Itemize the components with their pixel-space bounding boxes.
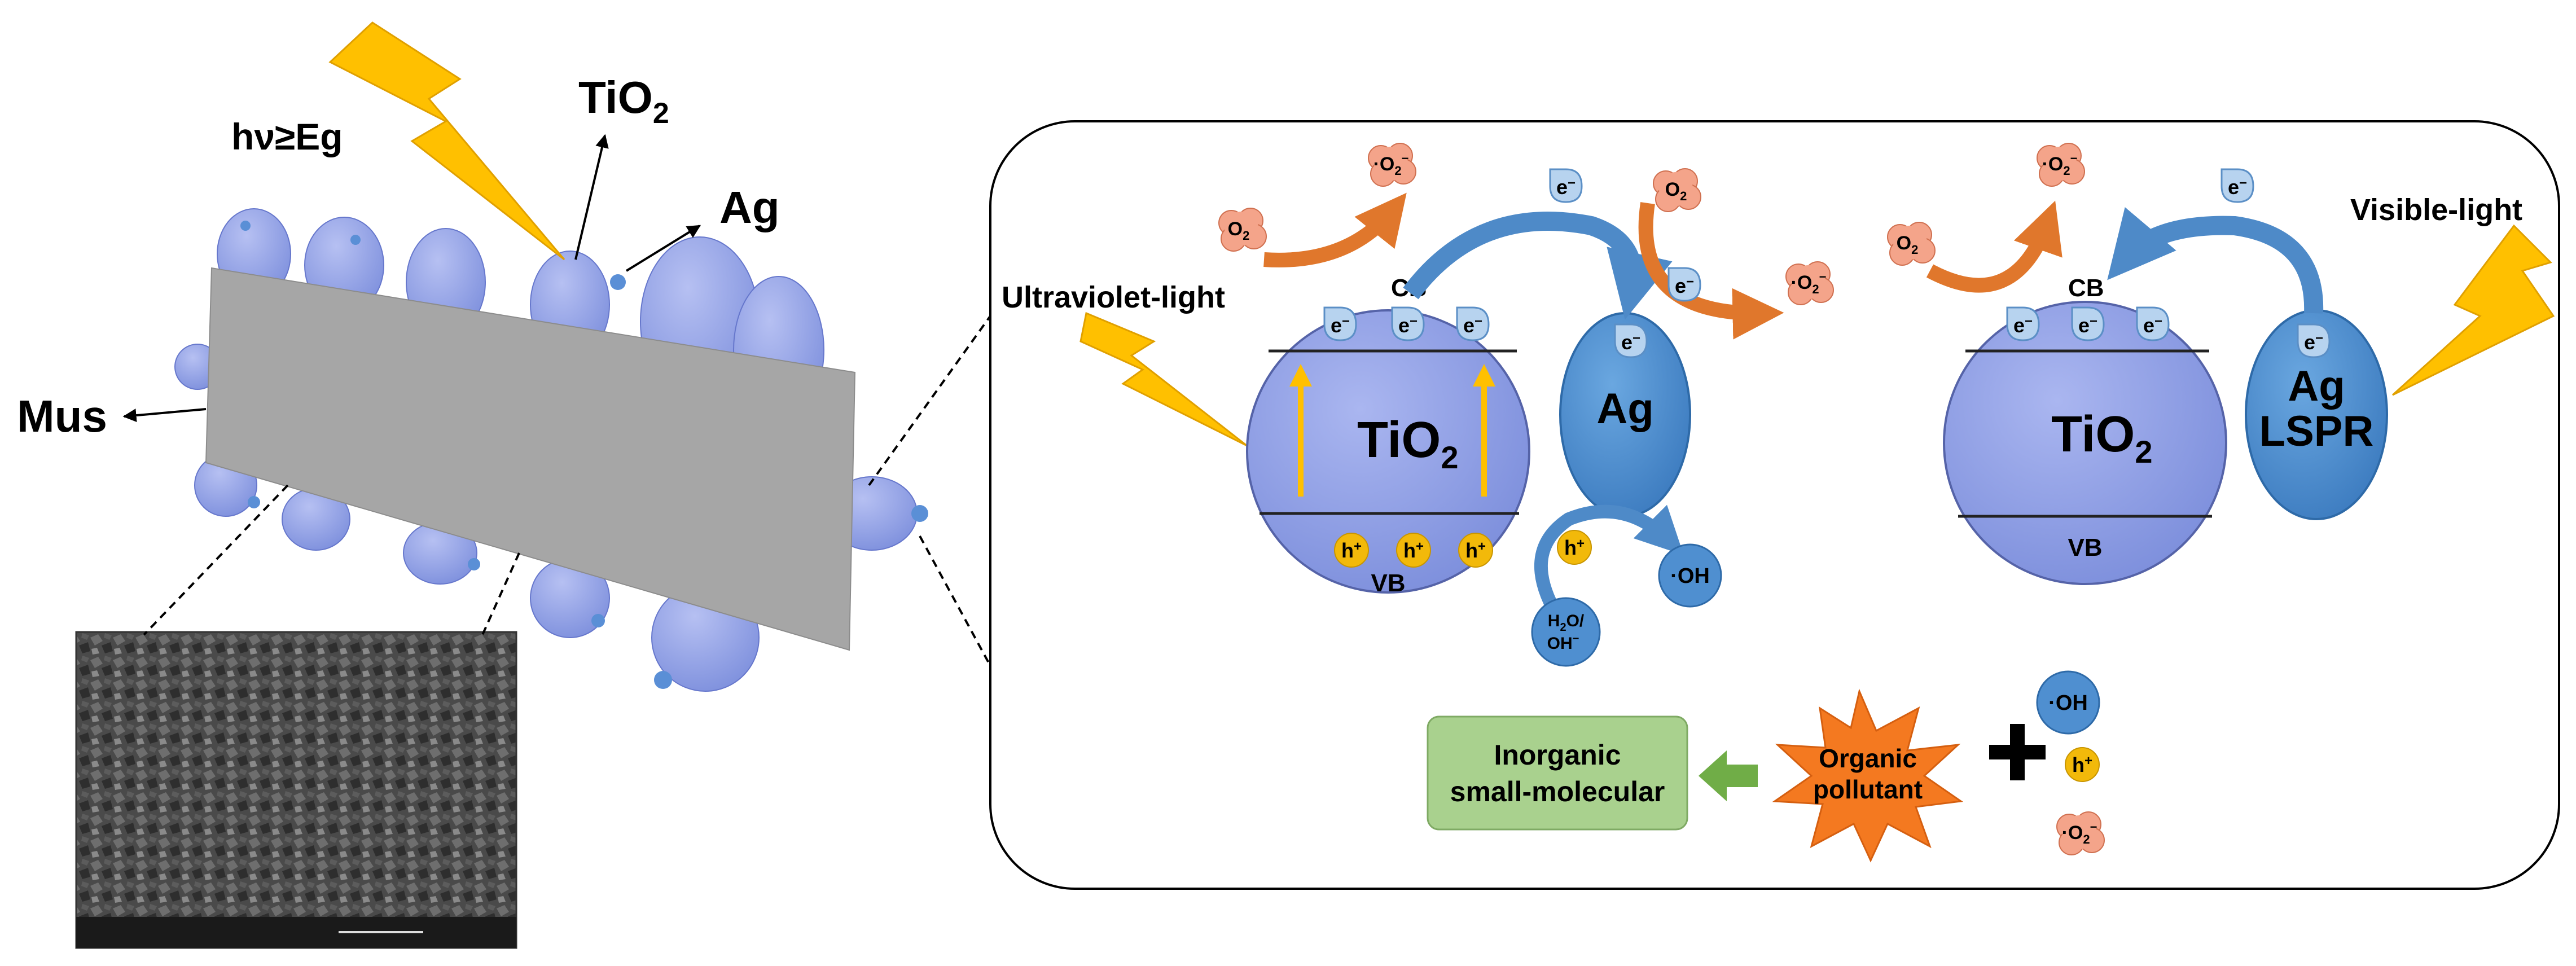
uv-cb-electrons: e− e− e−	[1323, 306, 1490, 341]
svg-text:O2: O2	[1665, 179, 1687, 203]
svg-text:·O2−: ·O2−	[1373, 151, 1409, 178]
svg-text:e−: e−	[2143, 314, 2162, 337]
svg-text:h+: h+	[1564, 536, 1585, 559]
vis-lspr-label: LSPR	[2259, 407, 2374, 455]
reactive-hole-species: h+	[2065, 747, 2100, 782]
uv-hole-oxidation: h+	[1557, 530, 1592, 565]
tio2-pointer-label: TiO2	[578, 72, 669, 130]
svg-text:e−: e−	[2228, 175, 2247, 199]
reactive-oh-label: ·OH	[2048, 691, 2088, 715]
zoom-line-panel-top	[868, 315, 991, 486]
vis-ag-electron: e−	[2297, 323, 2331, 358]
uv-vb-holes: h+ h+ h+	[1334, 533, 1493, 568]
svg-text:O2: O2	[1228, 218, 1250, 243]
zoom-line-right	[481, 552, 520, 635]
uv-vb-label: VB	[1371, 569, 1405, 597]
svg-text:e−: e−	[1398, 314, 1418, 337]
vis-vb-label: VB	[2068, 534, 2102, 561]
plus-icon	[1989, 724, 2046, 780]
svg-text:h+: h+	[1403, 539, 1424, 562]
sem-micrograph	[75, 631, 517, 949]
vis-transfer-electron: e−	[2220, 168, 2254, 203]
mus-pointer-arrow	[122, 408, 207, 423]
uv-tio2-label: TiO2	[1357, 412, 1459, 475]
uv-oh-minus-label: OH−	[1547, 633, 1579, 653]
svg-text:e−: e−	[2013, 314, 2033, 337]
uv-hydroxyl-radical	[1658, 543, 1722, 608]
svg-text:h+: h+	[2072, 753, 2092, 776]
uv-h2o-molecule	[1531, 597, 1601, 667]
product-line2: small-molecular	[1450, 776, 1665, 807]
uv-mechanism: Ultraviolet-light CB VB TiO2 e− e− e− h+…	[1002, 143, 1834, 667]
uv-oxidation-arrow	[1534, 504, 1684, 625]
inorganic-product-box	[1427, 715, 1688, 831]
vis-cb-electrons: e− e− e−	[2006, 306, 2170, 341]
degradation-scheme: Inorganic small-molecular Organic pollut…	[1427, 670, 2105, 863]
svg-text:·O2−: ·O2−	[2062, 820, 2097, 846]
vis-cb-label: CB	[2068, 274, 2104, 302]
uv-oh-label: ·OH	[1670, 564, 1710, 588]
reactive-oh-species	[2036, 670, 2100, 735]
svg-text:e−: e−	[1331, 314, 1350, 337]
pollutant-line2: pollutant	[1813, 775, 1923, 804]
svg-text:e−: e−	[1556, 175, 1576, 199]
ag-pointer-arrow	[625, 225, 701, 272]
vis-ag-label: Ag	[2288, 362, 2345, 410]
zoom-line-panel-bottom	[919, 535, 991, 666]
zoom-line-left	[143, 484, 289, 636]
vis-superoxide: ·O2−	[2037, 143, 2085, 187]
uv-ag-label: Ag	[1596, 385, 1653, 433]
uv-ag-electron: e−	[1614, 323, 1648, 358]
light-energy-label: hν≥Eg	[231, 116, 343, 157]
svg-text:e−: e−	[2078, 314, 2097, 337]
vis-tio2-label: TiO2	[2051, 406, 2153, 469]
mus-label: Mus	[17, 391, 107, 441]
ag-pointer-label: Ag	[719, 182, 780, 232]
vis-o2-reduction-arrow	[1926, 200, 2062, 293]
svg-text:h+: h+	[1465, 539, 1486, 562]
uv-o2-left: O2	[1218, 208, 1267, 252]
vis-tio2-sphere	[1943, 301, 2227, 585]
svg-text:e−: e−	[1463, 314, 1482, 337]
svg-text:e−: e−	[1675, 274, 1694, 297]
svg-text:h+: h+	[1341, 539, 1362, 562]
uv-electron-transfer-arrow	[1403, 212, 1673, 320]
product-line1: Inorganic	[1494, 739, 1621, 771]
svg-text:e−: e−	[1621, 331, 1640, 354]
light-bolt-icon	[328, 21, 565, 261]
uv-superoxide-left: ·O2−	[1368, 143, 1416, 187]
uv-superoxide-right: ·O2−	[1785, 261, 1834, 305]
vis-electron-transfer-arrow	[2107, 207, 2324, 314]
pollutant-line1: Organic	[1819, 744, 1917, 773]
vis-light-label: Visible-light	[2350, 193, 2522, 227]
uv-h2o-label: H2O/	[1548, 612, 1585, 634]
uv-light-label: Ultraviolet-light	[1002, 280, 1225, 314]
uv-o2-right: O2	[1653, 168, 1701, 212]
uv-transfer-electron: e−	[1549, 168, 1583, 203]
organic-pollutant-star	[1772, 688, 1964, 863]
mus-sheet	[205, 267, 856, 651]
svg-text:O2: O2	[1897, 232, 1919, 257]
uv-bolt-icon	[1079, 311, 1248, 447]
vis-bolt-icon	[2391, 224, 2555, 396]
uv-o2-reduction-arrow-left	[1263, 192, 1407, 267]
reactive-superoxide-species: ·O2−	[2056, 811, 2105, 855]
left-illustration: hν≥Eg TiO2 Ag Mus	[17, 21, 991, 949]
uv-o2-electron: e−	[1667, 267, 1701, 302]
degradation-arrow	[1699, 750, 1758, 801]
svg-text:·O2−: ·O2−	[2042, 151, 2078, 178]
svg-text:·O2−: ·O2−	[1791, 270, 1827, 296]
vis-o2: O2	[1887, 222, 1936, 266]
visible-mechanism: Visible-light CB VB TiO2 e− e− e− Ag LSP…	[1887, 143, 2555, 585]
uv-tio2-sphere	[1246, 309, 1530, 594]
svg-text:e−: e−	[2304, 331, 2323, 354]
tio2-pointer-arrow	[574, 134, 609, 260]
